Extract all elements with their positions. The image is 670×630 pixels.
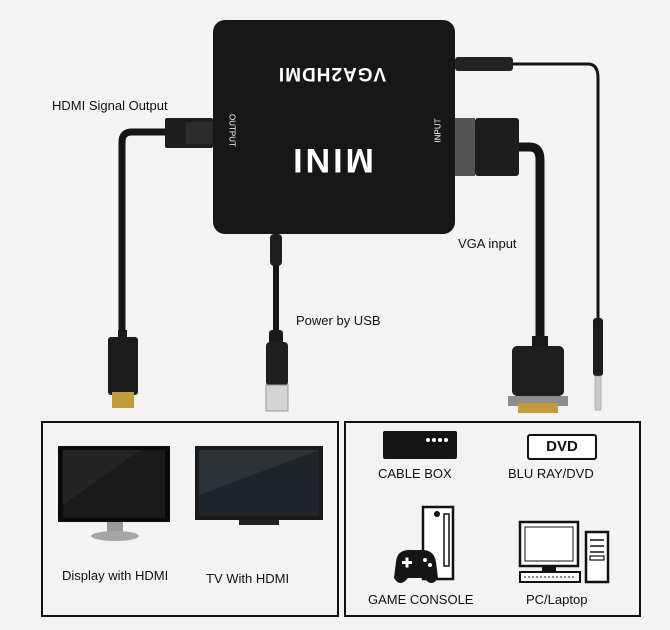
cable-box-label: CABLE BOX xyxy=(378,466,452,481)
hdmi-cable xyxy=(118,128,170,335)
converter-output-port-label: OUTPUT xyxy=(227,114,237,147)
pc-icon xyxy=(518,520,610,584)
cable-box-icon xyxy=(383,431,457,459)
game-console-icon xyxy=(394,505,455,583)
hdmi-output-callout: HDMI Signal Output xyxy=(52,98,168,113)
converter-input-port-label: INPUT xyxy=(433,118,443,143)
audio-cable xyxy=(510,62,600,320)
vga-plug-metal xyxy=(455,118,475,176)
display-label: Display with HDMI xyxy=(62,568,169,583)
vga-plug-body xyxy=(475,118,519,176)
output-devices-box xyxy=(41,421,339,617)
tv-icon xyxy=(195,446,323,525)
monitor-icon xyxy=(58,446,170,541)
audio-jack-plug xyxy=(455,57,513,71)
hdmi-plug-metal xyxy=(186,122,213,144)
converter-box xyxy=(213,20,455,234)
usb-strain-relief xyxy=(270,234,282,266)
dvd-badge: DVD xyxy=(527,434,597,460)
pc-label: PC/Laptop xyxy=(526,592,588,607)
converter-top-label: VGA2HDMI xyxy=(277,63,387,84)
tv-label: TV With HDMI xyxy=(206,571,290,586)
usb-connector xyxy=(265,330,289,412)
power-callout: Power by USB xyxy=(296,313,381,328)
input-devices-box xyxy=(344,421,641,617)
hdmi-connector xyxy=(108,330,138,408)
game-console-label: GAME CONSOLE xyxy=(368,592,474,607)
vga-cable xyxy=(510,142,545,340)
vga-connector xyxy=(508,336,568,413)
bluray-label: BLU RAY/DVD xyxy=(508,466,594,481)
converter-main-label: MINI xyxy=(290,141,374,179)
vga-input-callout: VGA input xyxy=(458,236,517,251)
audio-connector xyxy=(593,318,603,411)
